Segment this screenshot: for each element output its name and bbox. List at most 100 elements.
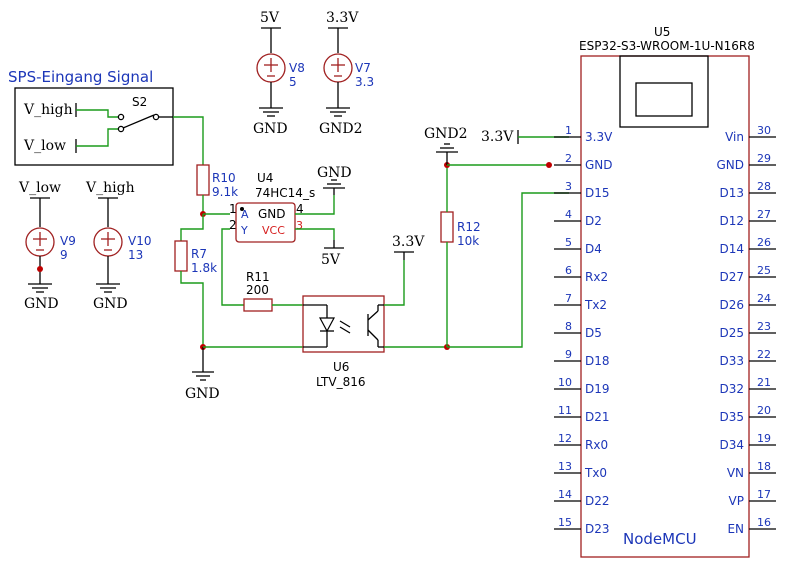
esp-pin-name: D14 bbox=[719, 242, 744, 256]
esp-pin-right: 18 VN bbox=[727, 460, 776, 480]
esp-pin-name: VN bbox=[727, 466, 744, 480]
esp-pin-left: 10 D19 bbox=[554, 376, 610, 396]
esp-pin-number: 30 bbox=[757, 124, 771, 137]
v8-value: 5 bbox=[289, 75, 297, 89]
u4-pin1-num: 1 bbox=[229, 202, 237, 216]
esp-pin-name: 3.3V bbox=[585, 130, 613, 144]
esp-pin-name: D33 bbox=[719, 354, 744, 368]
v7-gnd-label: GND2 bbox=[319, 121, 363, 137]
esp-pin-right: 22 D33 bbox=[719, 348, 776, 368]
esp-pin-number: 11 bbox=[558, 404, 572, 417]
esp-pin-name: D25 bbox=[719, 326, 744, 340]
esp-pin-number: 17 bbox=[757, 488, 771, 501]
u4-pin-a: A bbox=[241, 208, 249, 221]
ground-symbol-r7 bbox=[192, 371, 214, 381]
esp-pin-number: 20 bbox=[757, 404, 771, 417]
esp-pin-left: 6 Rx2 bbox=[554, 264, 608, 284]
esp-pin-name: D32 bbox=[719, 382, 744, 396]
r11-value: 200 bbox=[246, 283, 269, 297]
u6-designator: U6 bbox=[333, 360, 349, 374]
esp-pin-name: GND bbox=[585, 158, 613, 172]
esp-pin-number: 12 bbox=[558, 432, 572, 445]
esp-pin-right: 20 D35 bbox=[719, 404, 776, 424]
sps-title: SPS-Eingang Signal bbox=[8, 68, 153, 86]
v7-net-label: 3.3V bbox=[326, 10, 359, 26]
esp-pin-name: D35 bbox=[719, 410, 744, 424]
esp-pin-number: 22 bbox=[757, 348, 771, 361]
r11-designator: R11 bbox=[246, 270, 270, 284]
esp-pin-number: 5 bbox=[565, 236, 572, 249]
esp-pin-name: D21 bbox=[585, 410, 610, 424]
gnd2-top-label: GND2 bbox=[424, 126, 468, 142]
r7-designator: R7 bbox=[191, 247, 207, 261]
source-v9: V_low V9 9 GND bbox=[18, 180, 76, 312]
esp-pin-left: 11 D21 bbox=[554, 404, 610, 424]
esp-pin-number: 18 bbox=[757, 460, 771, 473]
u4-designator: U4 bbox=[257, 171, 273, 185]
v10-gnd-label: GND bbox=[93, 296, 128, 312]
esp-pin-name: D19 bbox=[585, 382, 610, 396]
v10-net-label: V_high bbox=[85, 180, 135, 196]
esp-pin-number: 19 bbox=[757, 432, 771, 445]
esp-pin-number: 9 bbox=[565, 348, 572, 361]
esp-pin-number: 10 bbox=[558, 376, 572, 389]
esp-pin-right: 17 VP bbox=[729, 488, 776, 508]
esp-pin-name: D13 bbox=[719, 186, 744, 200]
resistor-r10: R10 9.1k bbox=[196, 164, 238, 199]
esp-pin-number: 6 bbox=[565, 264, 572, 277]
esp-pin-name: Rx2 bbox=[585, 270, 608, 284]
ground-symbol-v10 bbox=[96, 283, 120, 293]
esp-pin-left: 12 Rx0 bbox=[554, 432, 608, 452]
resistor-r7: R7 1.8k bbox=[174, 240, 217, 275]
r12-value: 10k bbox=[457, 234, 479, 248]
v7-value: 3.3 bbox=[355, 75, 374, 89]
switch-s2: S2 bbox=[117, 95, 160, 133]
u4-part: 74HC14_s bbox=[255, 186, 315, 200]
u5-designator: U5 bbox=[654, 25, 670, 39]
esp-pin-number: 28 bbox=[757, 180, 771, 193]
esp-pin-name: Rx0 bbox=[585, 438, 608, 452]
esp-pin-name: D34 bbox=[719, 438, 744, 452]
esp-pin-name: EN bbox=[727, 522, 744, 536]
r12-designator: R12 bbox=[457, 220, 481, 234]
ground-symbol-v8 bbox=[259, 107, 283, 117]
esp-pin-right: 25 D27 bbox=[719, 264, 776, 284]
v8-net-label: 5V bbox=[260, 10, 280, 26]
esp-pin-name: D27 bbox=[719, 270, 744, 284]
esp-pin-number: 25 bbox=[757, 264, 771, 277]
u4-5v-label: 5V bbox=[321, 252, 341, 268]
u4-pin-y: Y bbox=[240, 224, 248, 237]
u4-pin4-num: 4 bbox=[296, 202, 304, 216]
esp-pin-number: 14 bbox=[558, 488, 572, 501]
ground-symbol-gnd2-top bbox=[436, 143, 458, 153]
esp-pin-number: 24 bbox=[757, 292, 771, 305]
v10-value: 13 bbox=[128, 248, 143, 262]
esp-pin-right: 26 D14 bbox=[719, 236, 776, 256]
esp-pin-right: 21 D32 bbox=[719, 376, 776, 396]
esp-pin-number: 13 bbox=[558, 460, 572, 473]
esp-pin-number: 7 bbox=[565, 292, 572, 305]
r10-designator: R10 bbox=[212, 171, 236, 185]
r7-gnd-label: GND bbox=[185, 386, 220, 402]
esp-pin-name: D26 bbox=[719, 298, 744, 312]
esp-pin-number: 26 bbox=[757, 236, 771, 249]
source-v8: 5V V8 5 GND bbox=[253, 10, 305, 137]
u5-part: ESP32-S3-WROOM-1U-N16R8 bbox=[579, 39, 755, 53]
u4-gnd-label: GND bbox=[317, 165, 352, 181]
esp-pin-right: 24 D26 bbox=[719, 292, 776, 312]
v8-designator: V8 bbox=[289, 61, 305, 75]
esp-pin-number: 21 bbox=[757, 376, 771, 389]
esp-pin-name: VP bbox=[729, 494, 744, 508]
esp-pin-name: Vin bbox=[725, 130, 744, 144]
v9-net-label: V_low bbox=[18, 180, 61, 196]
